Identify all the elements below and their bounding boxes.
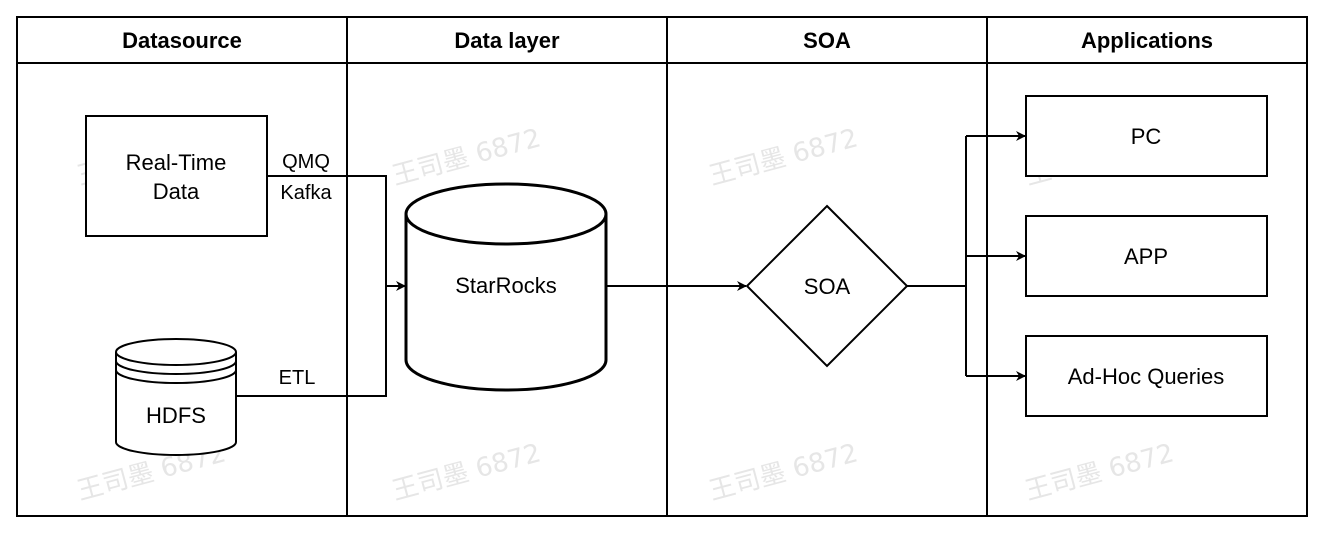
connector-realtime-to-starrocks	[267, 175, 387, 286]
edge-label-kafka: Kafka	[280, 182, 332, 204]
lane-title-soa: SOA	[803, 28, 851, 53]
hdfs-label: HDFS	[146, 403, 206, 428]
hdfs-cylinder-ring	[115, 369, 237, 384]
starrocks-node: StarRocks	[404, 182, 608, 392]
soa-label: SOA	[804, 274, 851, 299]
hdfs-node: HDFS	[115, 338, 237, 456]
edge-label-qmq: QMQ	[282, 151, 330, 173]
app-box	[1025, 215, 1268, 297]
starrocks-cylinder-top	[404, 182, 608, 246]
realtime-data-box	[85, 115, 268, 237]
watermark: 王司墨 6872	[389, 438, 544, 506]
lane-title-applications: Applications	[1081, 28, 1213, 53]
hdfs-cylinder-top	[115, 338, 237, 366]
app-node: APP	[1025, 215, 1268, 297]
watermark: 王司墨 6872	[706, 438, 861, 506]
pc-node: PC	[1025, 95, 1268, 177]
hdfs-cylinder-ring	[115, 360, 237, 375]
watermark: 王司墨 6872	[1022, 438, 1177, 506]
starrocks-cylinder-body	[404, 214, 608, 392]
realtime-data-node: Real-Time Data	[85, 115, 268, 237]
pc-label: PC	[1131, 124, 1162, 149]
soa-diamond	[745, 204, 909, 368]
adhoc-queries-label: Ad-Hoc Queries	[1068, 364, 1225, 389]
hdfs-cylinder-body	[115, 352, 237, 456]
adhoc-queries-node: Ad-Hoc Queries	[1025, 335, 1268, 417]
watermark: 王司墨 6872	[706, 123, 861, 191]
realtime-data-label: Real-Time	[126, 150, 227, 175]
realtime-data-label: Data	[153, 179, 200, 204]
soa-node: SOA	[745, 204, 909, 368]
connectors-fanout	[907, 131, 1026, 381]
edge-label-etl: ETL	[279, 367, 316, 389]
lane-title-data-layer: Data layer	[454, 28, 560, 53]
outer-border	[16, 16, 1308, 517]
app-label: APP	[1124, 244, 1168, 269]
pc-box	[1025, 95, 1268, 177]
adhoc-queries-box	[1025, 335, 1268, 417]
starrocks-label: StarRocks	[455, 273, 556, 298]
lane-title-datasource: Datasource	[122, 28, 242, 53]
watermark: 王司墨 6872	[389, 123, 544, 191]
connector-hdfs-to-starrocks	[236, 286, 387, 397]
swimlane-frame	[16, 16, 1308, 517]
connectors-ingest	[236, 175, 406, 397]
